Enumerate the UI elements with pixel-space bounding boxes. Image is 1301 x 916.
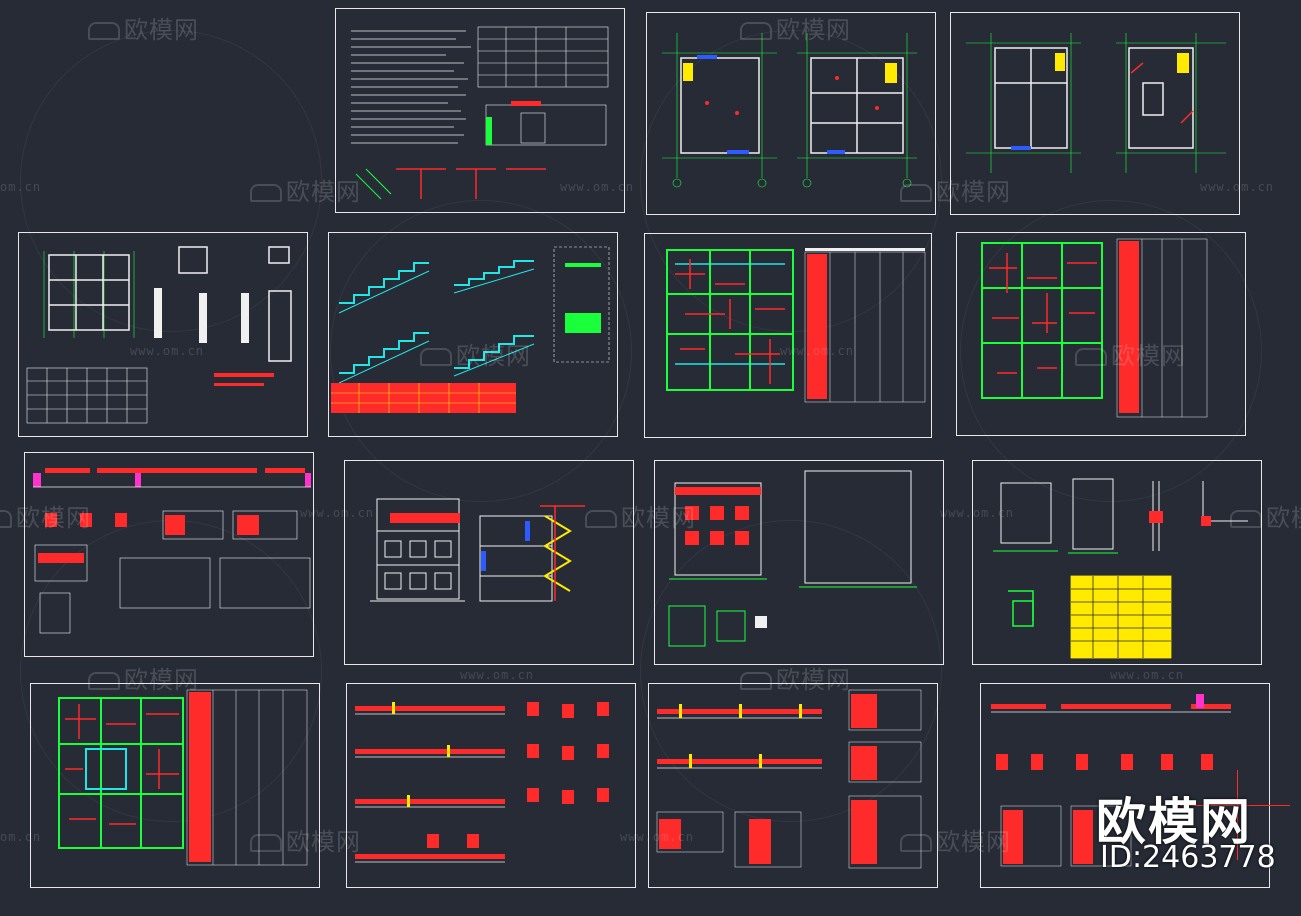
cad-sheet-foundation-plan[interactable]	[18, 232, 308, 437]
cad-sheet-node-details[interactable]	[972, 460, 1262, 665]
red-marker-horizontal	[1180, 805, 1290, 806]
cad-sheet-beam-elevations-c[interactable]	[980, 683, 1270, 888]
cad-sheet-floor-plan-3-roof[interactable]	[950, 12, 1240, 215]
watermark-logo-icon	[250, 184, 282, 202]
cad-sheet-design-notes[interactable]	[335, 8, 625, 213]
cad-sheet-elevations[interactable]	[654, 460, 944, 665]
cad-sheet-floor-plan-1-2[interactable]	[646, 12, 936, 215]
stamp-brand: 欧模网	[1096, 793, 1252, 851]
node-details-drawing	[993, 478, 1248, 659]
beam-elevations-a-drawing	[355, 702, 609, 863]
watermark-url: www.om.cn	[460, 668, 535, 682]
stamp-id: ID:2463778	[1100, 840, 1276, 875]
cad-sheet-beam-reinforcement-3[interactable]	[30, 683, 320, 888]
watermark-url: www.om.cn	[1110, 668, 1185, 682]
floor-plan-1-2-drawing	[662, 33, 917, 188]
red-marker-vertical	[1237, 770, 1238, 860]
watermark-brand: 欧模网	[88, 10, 199, 45]
cad-sheet-beam-elevations-b[interactable]	[648, 683, 938, 888]
stair-details-drawing	[331, 246, 610, 413]
cad-sheet-elevation-section[interactable]	[344, 460, 634, 665]
beam-elevations-c-drawing	[991, 694, 1231, 867]
design-notes-drawing	[351, 26, 609, 200]
beam-elevations-b-drawing	[656, 689, 922, 869]
beam-reinforcement-1-drawing	[666, 248, 926, 403]
cad-sheet-beam-reinforcement-1[interactable]	[644, 233, 932, 438]
watermark-logo-icon	[0, 510, 12, 528]
cad-sheet-beam-sections[interactable]	[24, 452, 314, 657]
beam-reinforcement-3-drawing	[58, 689, 308, 866]
watermark-logo-icon	[88, 22, 120, 40]
beam-sections-drawing	[33, 468, 311, 634]
watermark-url: om.cn	[0, 180, 42, 194]
beam-reinforcement-2-drawing	[981, 238, 1208, 418]
foundation-plan-drawing	[26, 246, 292, 424]
cad-sheet-stair-details[interactable]	[328, 232, 618, 437]
cad-sheet-beam-reinforcement-2[interactable]	[956, 232, 1246, 436]
elevations-drawing	[668, 470, 917, 647]
cad-sheet-beam-elevations-a[interactable]	[346, 683, 636, 888]
floor-plan-3-roof-drawing	[966, 33, 1226, 173]
elevation-section-drawing	[370, 498, 585, 602]
